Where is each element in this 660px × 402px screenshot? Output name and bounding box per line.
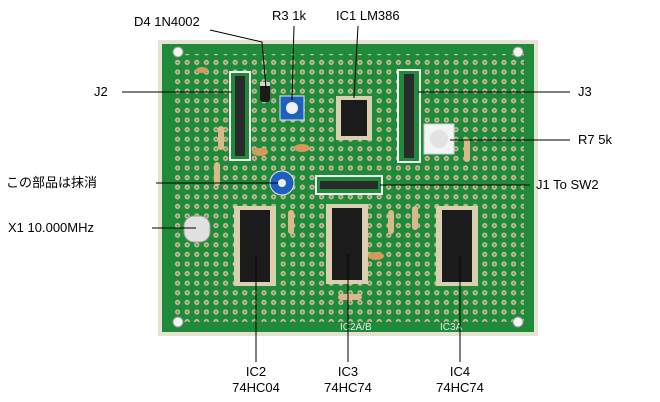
- label-r7: R7 5k: [578, 132, 612, 147]
- silkscreen-ic2a-b: IC2A/B: [340, 322, 372, 333]
- label-j2: J2: [94, 84, 108, 99]
- d4-diode: [260, 82, 270, 102]
- resistor: [412, 206, 418, 230]
- label-ic4: IC4 74HC74: [430, 364, 490, 396]
- label-d4: D4 1N4002: [134, 14, 200, 29]
- label-x1: X1 10.000MHz: [8, 220, 94, 235]
- capacitor: [368, 252, 384, 260]
- j3-pin-header: [397, 69, 421, 163]
- ic3-chip: [326, 204, 368, 284]
- capacitor: [252, 148, 268, 156]
- label-ic4-name: IC4: [449, 364, 471, 379]
- j2-pin-header: [229, 71, 251, 161]
- ic1-chip: [336, 96, 372, 140]
- leader-line-ic1: [353, 25, 359, 99]
- resistor: [338, 294, 362, 300]
- label-ic3: IC3 74HC74: [318, 364, 378, 396]
- x1-crystal: [183, 215, 211, 243]
- r7-trimmer: [423, 123, 455, 155]
- j1-pin-header: [315, 175, 383, 195]
- mounting-hole: [172, 46, 184, 58]
- label-ic3-part: 74HC74: [324, 380, 372, 395]
- label-ic4-part: 74HC74: [436, 380, 484, 395]
- mounting-hole: [172, 316, 184, 328]
- resistor: [214, 162, 220, 186]
- label-ic2-name: IC2: [245, 364, 267, 379]
- label-removed-part: この部品は抹消: [6, 175, 98, 190]
- label-ic2-part: 74HC04: [232, 380, 280, 395]
- silkscreen-ic3a: IC3A: [440, 322, 463, 333]
- capacitor: [294, 144, 310, 152]
- ic4-chip: [436, 206, 478, 286]
- small-components: [196, 67, 470, 300]
- label-ic3-name: IC3: [337, 364, 359, 379]
- removed-part-trimmer: [269, 170, 295, 196]
- leader-line-r3: [291, 25, 295, 101]
- resistor: [464, 138, 470, 162]
- leader-line-d4: [209, 29, 267, 89]
- ic2-chip: [234, 206, 276, 286]
- mounting-hole: [512, 46, 524, 58]
- resistor: [218, 126, 224, 150]
- capacitor: [196, 67, 208, 73]
- label-j1: J1 To SW2: [536, 177, 599, 192]
- mounting-hole: [512, 316, 524, 328]
- label-j3: J3: [578, 84, 592, 99]
- label-ic1: IC1 LM386: [336, 8, 400, 23]
- resistor: [288, 210, 294, 234]
- leader-lines: [122, 25, 570, 362]
- label-ic2: IC2 74HC04: [226, 364, 286, 396]
- label-r3: R3 1k: [272, 8, 306, 23]
- resistor: [388, 210, 394, 234]
